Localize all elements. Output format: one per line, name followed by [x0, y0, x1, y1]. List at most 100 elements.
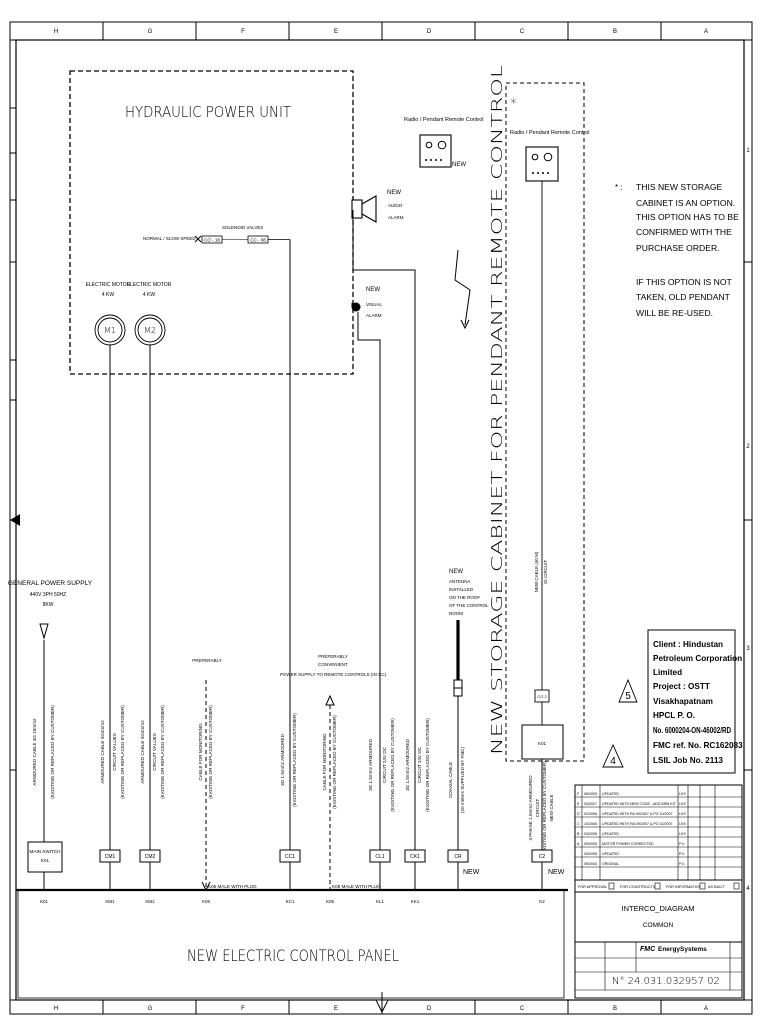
motor-m2: ELECTRIC MOTOR 4 KW M2 [127, 282, 172, 346]
cable-note: 3G 1.5mm2 ARMOURED [280, 733, 285, 786]
cable-note: ARMOURED CABLE 4G 10mm2 [32, 718, 37, 786]
rev-by: LKS [679, 812, 686, 816]
zone-letter: B [613, 29, 617, 35]
rev-text: MOTOR POWER CORRECTED [602, 842, 654, 846]
cable-note: (EXISTING OR REPLACED BY CUSTOMER) [542, 761, 547, 855]
rev-code: E [577, 802, 580, 806]
logo-fmc: FMC [640, 946, 656, 953]
antenna-line: INSTALLED [449, 587, 474, 592]
company-logo: FMC EnergySystems [640, 946, 707, 953]
terminal-cl1: CL1 [375, 854, 384, 860]
rev-by: LKS [679, 802, 686, 806]
cable-note: (EXISTING OR REPLACED BY CUSTOMER) [160, 705, 165, 799]
cable-note: CIRCUIT VALUES [152, 733, 157, 771]
antenna: NEW ANTENNA INSTALLED ON THE ROOF OF THE… [449, 569, 489, 697]
terminal-cr: CR [454, 854, 462, 860]
panel-codes: K01 KM1 KM2 K05 KC1 K05 KL1 KK1 K2 [40, 899, 545, 904]
rev-text: UPDATED [602, 832, 619, 836]
zone-letter: H [54, 1006, 58, 1012]
rev-code: B [577, 832, 580, 836]
cable-note: 3 PHASE 1.5mm2 ARMOURED [528, 775, 533, 841]
cable-note: (EXISTING OR REPLACED BY CUSTOMER) [208, 705, 213, 799]
cable-note: CIRCUIT VALUES [112, 733, 117, 771]
cable-note: (EXISTING OR REPLACED BY CUSTOMER) [390, 718, 395, 812]
solenoid-label: SOLENOID VALVES [222, 225, 263, 230]
panel-code: KM1 [105, 899, 115, 904]
panel-code: KL1 [376, 899, 385, 904]
rev-by: P.V. [679, 852, 685, 856]
rev-code: A [577, 842, 580, 846]
rev-by: LKS [679, 792, 686, 796]
rev-text: UPDATED WITH RA 09/2007 & PO 10/2007 [602, 822, 672, 826]
power-note-3: POWER SUPPLY TO REMOTE CONTROLS (IN CC) [280, 672, 387, 677]
remote1-box [419, 134, 452, 168]
cabinet-cable-note-1: NEW CABLE (40 M) [534, 551, 539, 592]
client-line: No. 6000204-ON-46002/RD [653, 726, 731, 735]
note-line: IF THIS OPTION IS NOT [636, 277, 733, 287]
visual-alarm: NEW VISUAL ALARM [351, 287, 383, 318]
document-number: N° 24.031.032957 02 [612, 976, 720, 987]
antenna-line: OF THE CONTROL [449, 603, 489, 608]
storage-cabinet-boundary [505, 82, 585, 762]
logo-company: EnergySystems [658, 946, 707, 953]
antenna-line: ANTENNA [449, 579, 471, 584]
visual-line1: VISUAL [366, 302, 383, 307]
general-power-supply: GENERAL POWER SUPPLY 440V 3PH 50HZ 8KW [8, 580, 93, 640]
client-line: LSIL Job No. 2113 [653, 756, 723, 765]
cable-note: ARMOURED CABLE 4G4mm2 [140, 720, 145, 784]
rev-date: 06/2009 [584, 792, 597, 796]
terminal-c2: C2 [539, 854, 546, 860]
audio-new: NEW [387, 190, 401, 196]
power-line3: 8KW [43, 602, 54, 608]
note-line: CONFIRMED WITH THE [636, 227, 732, 237]
visual-new: NEW [366, 287, 380, 293]
cable-notes: ARMOURED CABLE 4G 10mm2 (EXISTING OR REP… [32, 705, 554, 855]
antenna-line: ROOM [449, 611, 463, 616]
bottom-zone-letters: H G F E D C B A [54, 1006, 708, 1012]
option-note: * : THIS NEW STORAGE CABINET IS AN OPTIO… [615, 182, 739, 318]
cable-note: (EXISTING OR REPLACED BY CUSTOMER) [292, 713, 297, 807]
zone-letter: A [704, 29, 708, 35]
cabinet-plug-label: CO 2 [537, 694, 547, 699]
plug-label-1: K05 MALE WITH PLUG [208, 884, 257, 889]
terminals: MAIN SWITCH K01 CM1 CM2 CC1 CL1 CK1 CR N… [27, 841, 565, 889]
rev-code: C [577, 822, 580, 826]
hpu-title: HYDRAULIC POWER UNIT [125, 103, 291, 121]
rev-code: D [577, 812, 580, 816]
cable-note: ARMOURED CABLE 4G4mm2 [100, 720, 105, 784]
control-panel-title: NEW ELECTRIC CONTROL PANEL [187, 946, 399, 965]
terminal-ck1: CK1 [410, 854, 420, 860]
note-line: PURCHASE ORDER. [636, 243, 720, 253]
terminal-cc1: CC1 [285, 854, 295, 860]
rev-date: 02/2006 [584, 812, 597, 816]
motor-1-kw: 4 KW [102, 292, 115, 298]
zone-letter: A [704, 1006, 708, 1012]
note-line: CABINET IS AN OPTION. [636, 198, 735, 208]
check-label: FOR CONSTRUCTION [620, 885, 660, 889]
rev-date: 09/2005 [584, 852, 597, 856]
power-line2: 440V 3PH 50HZ [30, 592, 66, 598]
client-info: Client : Hindustan Petroleum Corporation… [653, 640, 743, 765]
zone-letter: F [241, 1006, 245, 1012]
horn-icon [361, 195, 377, 223]
cable-note: 3G 1.5mm2 ARMOURED [368, 738, 373, 791]
preferably-label: PREFERABLY [192, 658, 221, 663]
cable-note: CABLE FOR MONITORING [198, 723, 203, 781]
cabinet-asterisk: * [510, 97, 517, 112]
cable-note: CIRCUIT 24V DC [417, 746, 422, 783]
cable-note: (EXISTING OR REPLACED BY CUSTOMER) [425, 718, 430, 812]
radio-signal-icon [454, 249, 471, 326]
power-line1: GENERAL POWER SUPPLY [8, 580, 93, 587]
note-line: TAKEN, OLD PENDANT [636, 292, 731, 302]
client-line: Visakhapatnam [653, 697, 713, 706]
beacon-icon [351, 302, 361, 312]
left-centering-arrow [10, 514, 20, 526]
approval-checks: FOR APPROVAL FOR CONSTRUCTION FOR INFORM… [578, 882, 740, 890]
check-label: FOR INFORMATION [666, 885, 702, 889]
motor-1-id: M1 [104, 326, 116, 335]
remote-control-new: Radio / Pendant Remote Control NEW [404, 117, 484, 168]
check-box [654, 882, 661, 890]
audio-alarm: NEW AUDIO ALARM [351, 190, 404, 223]
cable-note: (EXISTING OR REPLACED BY CUSTOMER) [332, 715, 337, 809]
